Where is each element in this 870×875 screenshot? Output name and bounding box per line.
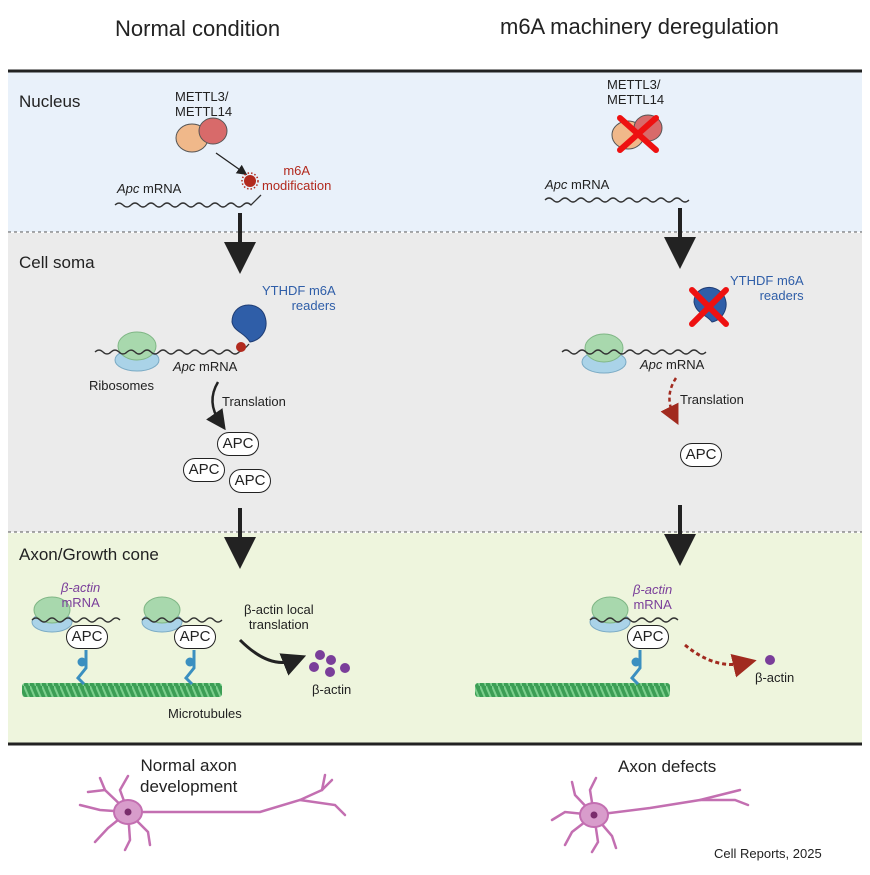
apc-mrna-label-nucleus-left: Apc mRNA [117,181,182,196]
ribosome-right [581,333,627,374]
right-column-title: m6A machinery deregulation [500,14,779,39]
ribosome-axon-left-2 [141,596,183,633]
apc-mrna-nucleus-right [544,197,690,203]
apc-mrna-label-soma-left: Apc mRNA [173,359,238,374]
ribosome-left [114,331,160,372]
motor-linker-left-2 [183,650,196,686]
apc-protein-1: APC [217,432,259,456]
translation-label-left: Translation [222,394,286,409]
mettl-complex-left [175,117,228,153]
m6a-mark-left [244,175,256,187]
translation-arrow-left [206,381,226,431]
beta-actin-dots-left [309,650,350,677]
cross-icon-mettl [617,115,659,153]
axon-label: Axon/Growth cone [19,545,159,564]
ribosomes-label: Ribosomes [89,378,155,393]
mettl-label-right: METTL3/ METTL14 [607,77,665,107]
motor-linker-left-1 [75,650,88,686]
apc-protein-3: APC [229,469,271,493]
translation-arrow-right [660,377,679,425]
left-column-title: Normal condition [115,16,281,41]
ribosome-axon-right [589,596,631,633]
apc-mrna-label-nucleus-right: Apc mRNA [545,177,610,192]
apc-protein-right: APC [680,443,722,467]
axon-band [8,533,862,743]
nucleus-label: Nucleus [19,92,81,111]
apc-axon-left-1: APC [66,625,108,649]
apc-mrna-soma-right [561,349,707,355]
cell-soma-label: Cell soma [19,253,95,272]
motor-linker-right [629,650,642,686]
nucleus-band [8,72,862,232]
beta-actin-dot-right [765,655,775,665]
beta-actin-label-right: β-actin [755,670,795,685]
ribosome-axon-left-1 [31,596,73,633]
microtubules-label: Microtubules [168,706,242,721]
m6a-modification-label: m6A modification [262,163,332,193]
m6a-mark-soma-left [236,342,246,352]
mettl-label-left: METTL3/ METTL14 [175,89,233,119]
apc-protein-2: APC [183,458,225,482]
beta-actin-local-translation-label: β-actin local translation [244,602,314,632]
methylation-arrow [215,152,248,175]
microtubule-right [475,683,670,697]
microtubule-left [22,683,222,697]
cell-soma-band [8,233,862,532]
apc-mrna-nucleus-left [114,194,262,208]
beta-actin-label-left: β-actin [312,682,352,697]
ythdf-label-right: YTHDF m6A readers [730,273,804,303]
citation: Cell Reports, 2025 [714,846,822,861]
ythdf-reader-left [231,304,267,343]
apc-mrna-soma-left [94,343,250,355]
outcome-defect-label: Axon defects [618,757,717,776]
local-translation-arrow-left [238,638,307,676]
apc-mrna-label-soma-right: Apc mRNA [640,357,705,372]
cross-icon-ythdf [689,287,729,327]
apc-axon-left-2: APC [174,625,216,649]
translation-label-right: Translation [680,392,744,407]
ythdf-label-left: YTHDF m6A readers [262,283,336,313]
outcome-normal-label: Normal axon development [140,756,238,796]
local-translation-arrow-right [684,643,757,678]
apc-axon-right: APC [627,625,669,649]
